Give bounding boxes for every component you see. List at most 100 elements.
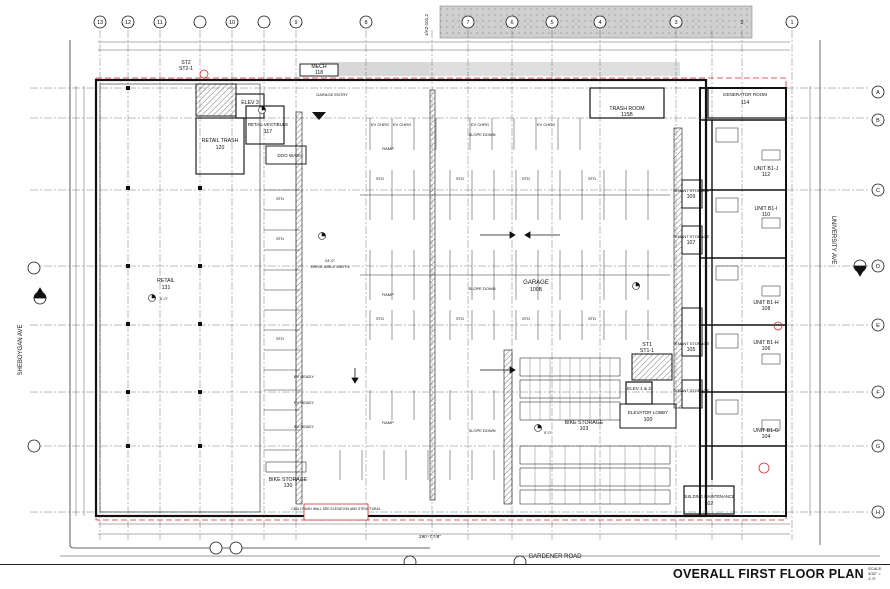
scale-label: SCALE: bbox=[868, 566, 883, 571]
grid-label-8: 8 bbox=[364, 20, 367, 26]
tenant-storage-rooms bbox=[681, 179, 703, 409]
room-number-unit-b1i: 110 bbox=[762, 212, 770, 218]
garage-entry-label: GARAGE ENTRY bbox=[316, 92, 348, 97]
room-label-bike-storage-2: BIKE STORAGE bbox=[269, 477, 308, 483]
drive-aisle-label: DRIVE AISLE WIDTH bbox=[311, 264, 350, 269]
mech-room bbox=[299, 63, 339, 77]
room-number-retail-trash: 120 bbox=[216, 145, 225, 151]
revision-mark-3 bbox=[758, 462, 770, 474]
std-label-5: STD bbox=[376, 316, 384, 321]
revision-mark-2 bbox=[773, 321, 783, 331]
std-label-3: STD bbox=[522, 176, 530, 181]
slope-down-label-2: SLOPE DOWN bbox=[468, 286, 495, 291]
std-label-1: STD bbox=[376, 176, 384, 181]
grid-label-6: 6 bbox=[510, 20, 513, 26]
room-label-storage-3: TENANT STORAGE bbox=[673, 341, 710, 346]
std-label-9: STD bbox=[276, 196, 284, 201]
grid-label-F: F bbox=[876, 390, 880, 396]
grid-label-7: 7 bbox=[466, 20, 469, 26]
parking-stalls bbox=[264, 118, 670, 480]
elevation-tag-bike: 0'-0" bbox=[544, 430, 553, 435]
room-number-elevator-lobby: 100 bbox=[644, 417, 653, 423]
retail-trash-room bbox=[195, 117, 245, 175]
grid-bubbles-top bbox=[93, 15, 799, 29]
room-number-storage-3: 105 bbox=[687, 347, 696, 353]
ev-charging-label-2: EV CHRG bbox=[393, 122, 411, 127]
room-label-retail: RETAIL bbox=[157, 278, 175, 284]
room-number-building-maint: 102 bbox=[705, 501, 714, 507]
existing-structure-band-right bbox=[430, 62, 680, 76]
room-label-unit-b1j: UNIT B1-J bbox=[754, 166, 779, 172]
room-label-elev12: ELEV 1 & 2 bbox=[627, 386, 651, 391]
grid-label-G: G bbox=[876, 444, 880, 450]
room-number-garage: 100B bbox=[530, 287, 543, 293]
room-label-building-maint: BUILDING MAINTENANCE bbox=[683, 494, 735, 499]
room-label-generator: GENERATOR ROOM bbox=[723, 92, 767, 97]
storage-wall bbox=[673, 127, 683, 409]
grid-bubble-labels-right: A B C D E F G H bbox=[876, 90, 880, 516]
grid-label-C: C bbox=[876, 188, 880, 194]
room-label-storage-2: TENANT STORAGE bbox=[673, 234, 710, 239]
street-label-right: UNIVERSITY AVE bbox=[830, 216, 836, 265]
retail-vestibule-room bbox=[245, 105, 285, 145]
grid-label-A: A bbox=[876, 90, 880, 96]
grid-label-H: H bbox=[876, 510, 880, 516]
annotation-text: GARAGE ENTRY SLOPE DOWN SLOPE DOWN SLOPE… bbox=[160, 92, 596, 539]
room-label-retail-vestibule: RETAIL VESTIBULE bbox=[248, 122, 288, 127]
ramp-wall-right bbox=[503, 349, 513, 505]
grid-label-1: 1 bbox=[790, 20, 793, 26]
room-label-mech: MECH bbox=[311, 64, 327, 70]
grid-label-4: 4 bbox=[598, 20, 601, 26]
std-label-2: STD bbox=[456, 176, 464, 181]
room-number-storage-2: 107 bbox=[687, 240, 696, 246]
site-curb-left bbox=[69, 40, 430, 549]
grid-bubble-labels-top: 13 12 11 10 9 8 7 6 5 4 3 2 1 bbox=[97, 20, 794, 26]
ev-charging-label-1: EV CHRG bbox=[371, 122, 389, 127]
room-number-retail-vestibule: 117 bbox=[264, 129, 272, 135]
retail-columns bbox=[126, 86, 202, 448]
unit-fixtures bbox=[715, 127, 781, 431]
ev-charging-label-3: EV CHRG bbox=[471, 122, 489, 127]
dog-wash-room bbox=[265, 145, 307, 165]
elevator-3 bbox=[235, 93, 265, 119]
room-label-storage-4: TENANT STORAGE bbox=[673, 388, 710, 393]
ev-ready-label-1: EV READY bbox=[294, 374, 315, 379]
slope-down-label-1: SLOPE DOWN bbox=[468, 132, 495, 137]
dim-drive-aisle: 24'-0" bbox=[325, 258, 336, 263]
room-number-unit-b1h2: 108 bbox=[762, 306, 771, 312]
drawing-title: OVERALL FIRST FLOOR PLAN bbox=[673, 567, 864, 581]
crash-wall-note-box bbox=[303, 503, 369, 521]
room-number-unit-b1j: 112 bbox=[762, 172, 770, 178]
room-labels: RETAIL 131 RETAIL TRASH 120 RETAIL VESTI… bbox=[157, 60, 779, 507]
stair-2 bbox=[195, 83, 237, 117]
room-label-bike-storage-1: BIKE STORAGE bbox=[565, 420, 604, 426]
ramp-wall-center bbox=[429, 89, 436, 501]
room-number-retail: 131 bbox=[162, 285, 171, 291]
street-label-left: SHEBOYGAN AVE bbox=[18, 325, 24, 376]
grid-label-3: 3 bbox=[674, 20, 677, 26]
grid-label-10: 10 bbox=[229, 20, 235, 26]
revision-mark-1 bbox=[199, 69, 209, 79]
grid-bubbles-right bbox=[871, 85, 885, 519]
room-number-storage-1: 109 bbox=[687, 194, 696, 200]
grid-label-11: 11 bbox=[157, 20, 163, 26]
grid-label-ref: 1/A2-101.2 bbox=[424, 14, 429, 37]
grid-label-5: 5 bbox=[550, 20, 553, 26]
elevation-targets bbox=[148, 106, 640, 432]
scale-note: SCALE: 3/32" = 1'-0" bbox=[868, 566, 888, 581]
room-label-st2: ST2 bbox=[181, 60, 191, 66]
section-markers bbox=[27, 259, 867, 569]
grid-label-9: 9 bbox=[294, 20, 297, 26]
room-number-generator: 114 bbox=[741, 100, 749, 106]
room-label-st1: ST1 bbox=[642, 342, 652, 348]
room-label-unit-b1h: UNIT B1-H bbox=[753, 340, 779, 346]
dimension-strings bbox=[75, 41, 811, 535]
room-number-unit-b1g: 104 bbox=[762, 434, 771, 440]
std-label-7: STD bbox=[522, 316, 530, 321]
stair-1 bbox=[631, 353, 673, 381]
grid-label-2: 2 bbox=[740, 20, 743, 26]
room-label-elevator-lobby: ELEVATOR LOBBY bbox=[628, 410, 668, 415]
std-label-11: STD bbox=[276, 336, 284, 341]
ev-ready-label-3: EV READY bbox=[294, 424, 315, 429]
